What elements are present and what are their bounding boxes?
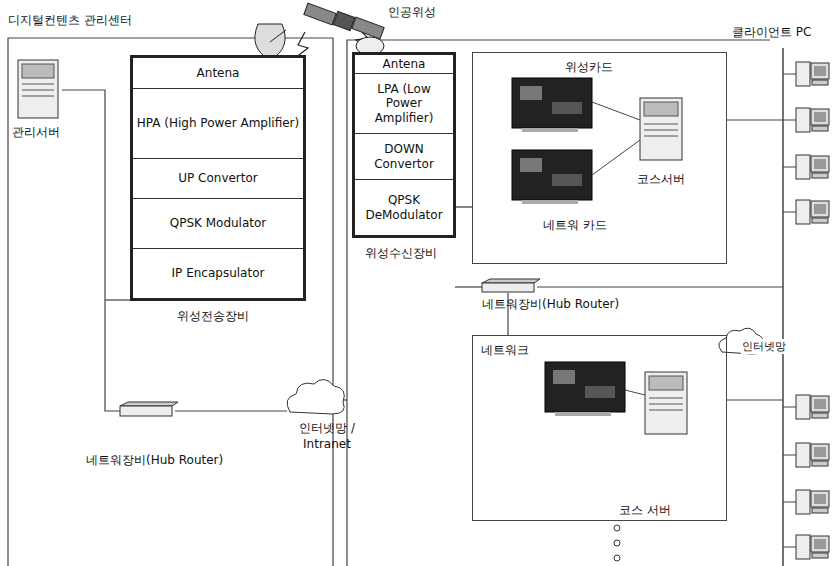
diagram-label: 클라이언트 PC (732, 24, 811, 41)
client-bus (782, 48, 784, 566)
card-icon (512, 78, 592, 132)
client-pc-icon (783, 62, 829, 86)
client-pc-icon (783, 535, 829, 559)
stage-label: QPSK DeModulator (358, 193, 450, 222)
server-icon (18, 60, 58, 118)
diagram-label: 인공위성 (388, 4, 436, 21)
stage-label: IP Encapsulator (172, 266, 265, 280)
equipment-stage-box: QPSK Modulator (133, 198, 303, 248)
equipment-stage-box: LPA (Low Power Amplifier) (355, 73, 453, 133)
wire (62, 90, 120, 411)
stage-label: HPA (High Power Amplifier) (137, 116, 299, 130)
client-pc-icon (783, 443, 829, 467)
wire (455, 286, 482, 287)
wire (727, 399, 783, 400)
area-label: 코스서버 (637, 171, 685, 188)
equipment-caption: 위성전송장비 (177, 308, 249, 325)
server-icon (645, 372, 687, 434)
wire (592, 102, 640, 120)
server-icon (640, 98, 682, 160)
wire (592, 140, 640, 175)
wire (175, 410, 287, 411)
hub-router (482, 279, 540, 292)
equipment-stage-box: UP Convertor (133, 158, 303, 198)
more-dots (614, 525, 620, 561)
wire (727, 119, 783, 120)
network-cloud (287, 379, 344, 414)
equipment-stage-box: IP Encapsulator (133, 248, 303, 298)
area-label: 코스 서버 (619, 502, 671, 519)
stage-label: LPA (Low Power Amplifier) (358, 82, 450, 125)
diagram-label: 네트워장비(Hub Router) (86, 452, 223, 469)
server-area-box: 네트워크코스 서버 (472, 335, 727, 521)
client-pc-icon (783, 108, 829, 132)
equipment-stage-box: HPA (High Power Amplifier) (133, 88, 303, 158)
server-area-box: 위성카드코스서버네트워 카드 (472, 52, 727, 264)
diagram-label: 인터넷망 (741, 339, 787, 354)
wire (537, 286, 783, 287)
stage-label: QPSK Modulator (170, 216, 267, 230)
stage-label: UP Convertor (178, 171, 258, 185)
card-icon (545, 362, 625, 416)
equipment-stage-box: Antena (133, 58, 303, 88)
stage-label: Antena (197, 66, 240, 80)
diagram-label: 디지털컨텐츠 관리센터 (8, 12, 132, 29)
client-pc-icon (783, 200, 829, 224)
equipment-stage-box: Antena (355, 55, 453, 73)
client-pc-icon (783, 490, 829, 514)
equipment-stage-box: QPSK DeModulator (355, 179, 453, 235)
wire (105, 299, 130, 300)
stage-label: Antena (383, 57, 426, 71)
client-pc-icon (783, 395, 829, 419)
area-label: 네트워 카드 (543, 217, 607, 234)
diagram-label: 네트워장비(Hub Router) (482, 296, 619, 313)
stage-label: DOWN Convertor (358, 142, 450, 171)
satellite (304, 3, 384, 39)
hub-router (120, 402, 178, 416)
equipment-stack: 위성전송장비AntenaHPA (High Power Amplifier)UP… (130, 55, 306, 301)
equipment-stack: 위성수신장비AntenaLPA (Low Power Amplifier)DOW… (352, 52, 456, 238)
wire (625, 390, 645, 395)
area-label: 네트워크 (481, 342, 529, 359)
client-pc-icon (783, 155, 829, 179)
region-frame (347, 40, 770, 566)
area-label: 위성카드 (565, 59, 613, 76)
card-icon (512, 150, 592, 204)
equipment-caption: 위성수신장비 (365, 245, 437, 262)
diagram-label: 인터넷망 / Intranet (296, 420, 358, 451)
diagram-label: 관리서버 (12, 124, 60, 141)
region-frame (8, 38, 333, 566)
equipment-stage-box: DOWN Convertor (355, 133, 453, 179)
